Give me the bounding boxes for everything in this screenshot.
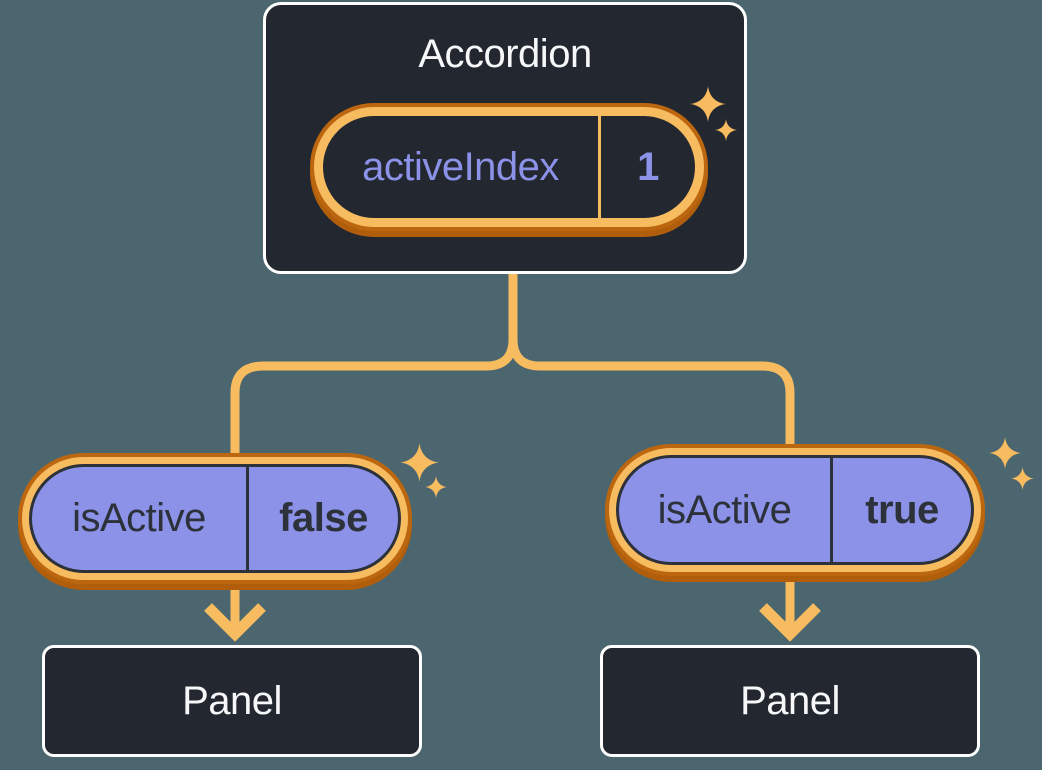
branch-line-left (230, 274, 518, 456)
active-index-pill-core: activeIndex 1 (323, 116, 695, 218)
prop-pill-value: false (279, 496, 368, 540)
panel-box-right: Panel (600, 645, 980, 757)
is-active-pill-left-core: isActive false (29, 464, 401, 573)
prop-pill-label: isActive (657, 487, 792, 532)
sparkle-icon (715, 119, 737, 141)
is-active-pill-left: isActive false (22, 457, 408, 580)
prop-pill-label: isActive (72, 496, 206, 540)
state-pill-label: activeIndex (362, 144, 559, 189)
sparkle-icon (690, 86, 726, 122)
is-active-pill-right-core: isActive true (616, 455, 974, 565)
panel-label: Panel (182, 678, 282, 723)
arrow-down-icon (204, 603, 266, 642)
is-active-pill-right: isActive true (609, 448, 981, 572)
prop-pill-value: true (865, 487, 939, 532)
sparkle-icon (400, 443, 439, 482)
panel-box-left: Panel (42, 645, 422, 757)
sparkle-icon (1011, 467, 1034, 490)
panel-label: Panel (740, 678, 840, 723)
state-pill-value: 1 (637, 144, 659, 189)
active-index-state-pill: activeIndex 1 (314, 107, 704, 227)
sparkle-icon (989, 437, 1021, 469)
branch-line-right (508, 274, 795, 450)
pill-divider (246, 467, 249, 570)
arrow-down-icon (759, 603, 821, 642)
pill-divider (830, 458, 833, 562)
pill-divider (598, 116, 601, 218)
accordion-title: Accordion (418, 32, 592, 76)
sparkle-icon (425, 476, 447, 498)
